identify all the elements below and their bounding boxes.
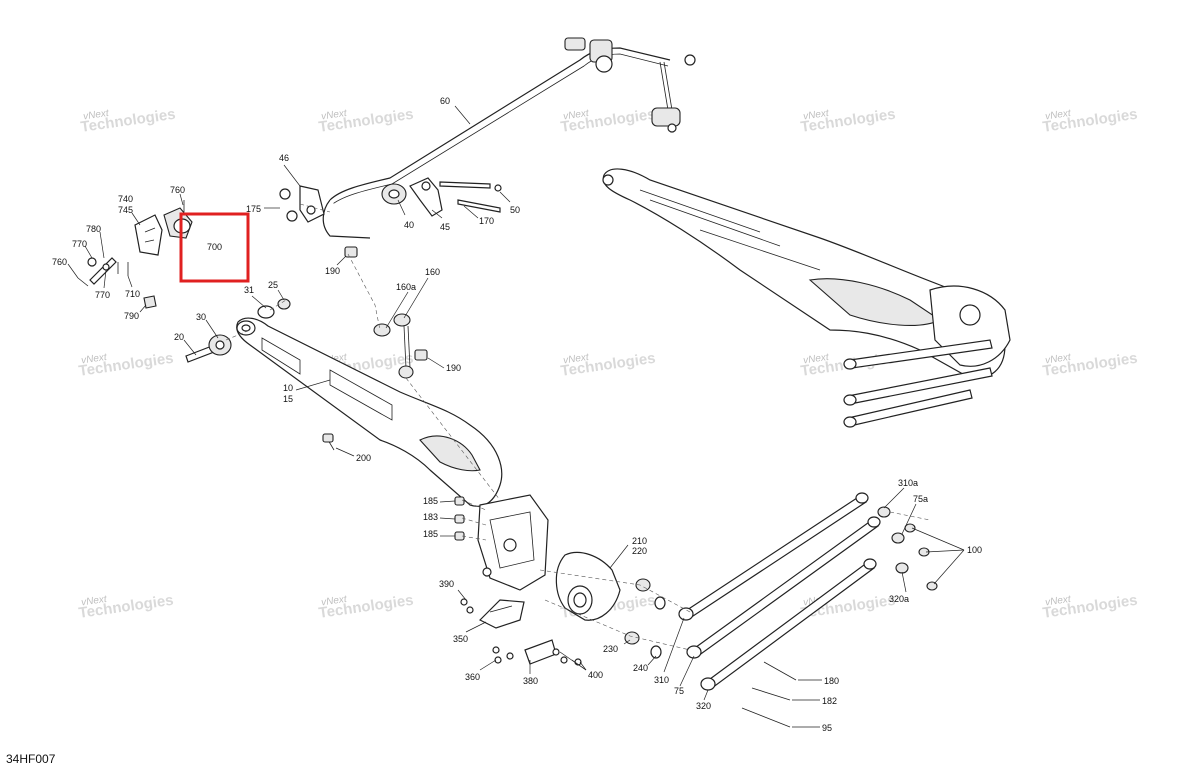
callout-770: 770	[95, 290, 110, 300]
stabilizer-bar	[322, 37, 696, 239]
callout-400: 400	[588, 670, 603, 680]
leader-lines	[67, 105, 965, 728]
callout-210: 210	[632, 536, 647, 546]
callout-770: 770	[72, 239, 87, 249]
trailing-arm	[236, 317, 549, 591]
stabilizer-link	[322, 313, 428, 451]
callout-60: 60	[440, 96, 450, 106]
stabilizer-bushing-group	[381, 177, 502, 217]
callout-75: 75	[674, 686, 684, 696]
svg-text:vNext: vNext	[1045, 352, 1073, 367]
callout-31: 31	[244, 285, 254, 295]
callout-10: 10	[283, 383, 293, 393]
watermark: Technologies vNext	[80, 106, 177, 136]
callout-182: 182	[822, 696, 837, 706]
left-bracket-assembly	[77, 200, 193, 309]
svg-text:vNext: vNext	[321, 108, 349, 123]
callout-230: 230	[603, 644, 618, 654]
callout-310: 310	[654, 675, 669, 685]
watermark: Technologies vNext	[560, 106, 657, 136]
svg-text:vNext: vNext	[563, 108, 591, 123]
callout-75a: 75a	[913, 494, 928, 504]
lower-bracket-350	[454, 496, 582, 666]
callout-185: 185	[423, 529, 438, 539]
callout-790: 790	[124, 311, 139, 321]
callout-180: 180	[824, 676, 839, 686]
callout-45: 45	[440, 222, 450, 232]
arm-bushing-bolt	[185, 298, 291, 363]
callout-390: 390	[439, 579, 454, 589]
callout-220: 220	[632, 546, 647, 556]
callout-20: 20	[174, 332, 184, 342]
callout-95: 95	[822, 723, 832, 733]
watermark: Technologies vNext	[318, 106, 415, 136]
svg-text:vNext: vNext	[1045, 108, 1073, 123]
highlight-box-700	[179, 212, 250, 283]
svg-text:vNext: vNext	[321, 594, 349, 609]
svg-text:vNext: vNext	[83, 108, 111, 123]
svg-text:vNext: vNext	[803, 352, 831, 367]
callout-320a: 320a	[889, 594, 909, 604]
callout-310a: 310a	[898, 478, 918, 488]
callout-240: 240	[633, 663, 648, 673]
callout-760: 760	[170, 185, 185, 195]
callout-360: 360	[465, 672, 480, 682]
watermark: Technologies vNext	[78, 592, 175, 622]
svg-text:vNext: vNext	[803, 108, 831, 123]
callout-50: 50	[510, 205, 520, 215]
svg-text:vNext: vNext	[81, 352, 109, 367]
watermark: Technologies vNext	[1042, 106, 1139, 136]
callout-25: 25	[268, 280, 278, 290]
callout-170: 170	[479, 216, 494, 226]
diagram-code: 34HF007	[6, 752, 56, 766]
watermark: Technologies vNext	[1042, 350, 1139, 380]
callout-780: 780	[86, 224, 101, 234]
watermark: Technologies vNext	[560, 350, 657, 380]
callout-160: 160	[425, 267, 440, 277]
callout-175: 175	[246, 204, 261, 214]
callout-185: 185	[423, 496, 438, 506]
watermark: Technologies vNext	[78, 350, 175, 380]
control-rods	[678, 492, 938, 728]
callout-183: 183	[423, 512, 438, 522]
callout-15: 15	[283, 394, 293, 404]
knuckle	[555, 551, 666, 659]
callout-labels: 60 46 175 40 45 170 50 190 760 740 745 7…	[52, 96, 982, 733]
callout-710: 710	[125, 289, 140, 299]
callout-380: 380	[523, 676, 538, 686]
callout-760: 760	[52, 257, 67, 267]
assembled-trailing-arm	[602, 168, 1011, 428]
callout-745: 745	[118, 205, 133, 215]
svg-text:vNext: vNext	[563, 352, 591, 367]
callout-190: 190	[325, 266, 340, 276]
svg-text:vNext: vNext	[1045, 594, 1073, 609]
callout-46: 46	[279, 153, 289, 163]
callout-700: 700	[207, 242, 222, 252]
assembly-lines	[225, 203, 931, 651]
watermark: Technologies vNext	[1042, 592, 1139, 622]
svg-text:vNext: vNext	[81, 594, 109, 609]
callout-740: 740	[118, 194, 133, 204]
watermark: Technologies vNext	[318, 592, 415, 622]
callout-350: 350	[453, 634, 468, 644]
callout-40: 40	[404, 220, 414, 230]
callout-190: 190	[446, 363, 461, 373]
callout-100: 100	[967, 545, 982, 555]
callout-30: 30	[196, 312, 206, 322]
watermark: Technologies vNext	[800, 106, 897, 136]
callout-160a: 160a	[396, 282, 416, 292]
callout-320: 320	[696, 701, 711, 711]
callout-200: 200	[356, 453, 371, 463]
